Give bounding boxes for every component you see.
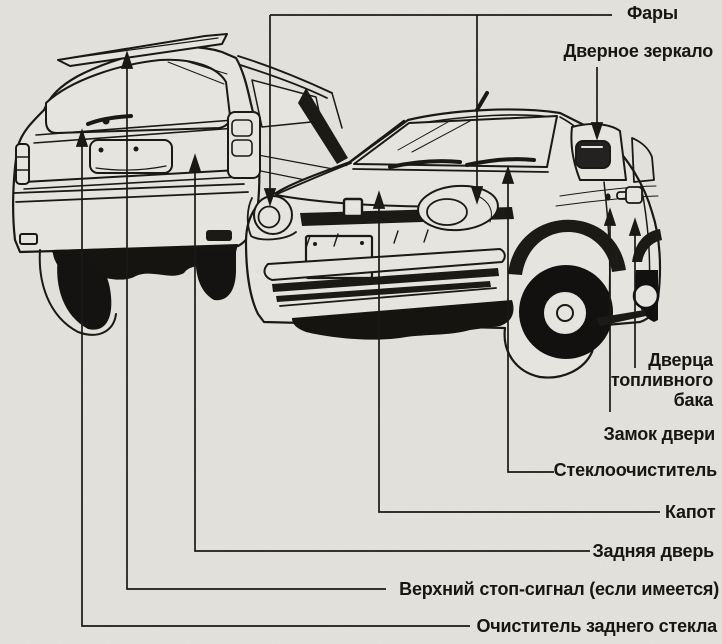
label-rear-door: Задняя дверь bbox=[592, 541, 714, 561]
rear-bumper bbox=[13, 183, 249, 245]
arrowhead-icon bbox=[75, 128, 89, 147]
rear-car-wheel-right bbox=[195, 250, 236, 301]
callout-windshield-wiper bbox=[501, 165, 554, 473]
callout-door-lock bbox=[603, 207, 617, 412]
door-lock-keyhole bbox=[605, 193, 611, 201]
callout-hood bbox=[372, 190, 660, 513]
windshield-wipers bbox=[352, 157, 549, 173]
windshield bbox=[344, 115, 558, 168]
callout-fuel-filler-door bbox=[628, 217, 642, 368]
headlight-left bbox=[246, 195, 297, 241]
label-rear-window-wiper: Очиститель заднего стекла bbox=[476, 616, 717, 636]
callout-high-stop-lamp bbox=[120, 50, 386, 590]
arrowhead-icon bbox=[470, 186, 484, 205]
label-high-stop-lamp: Верхний стоп-сигнал (если имеется) bbox=[399, 579, 719, 599]
front-wheel bbox=[508, 219, 626, 359]
front-view-car-illustration bbox=[244, 91, 662, 379]
rear-window bbox=[45, 58, 231, 134]
label-door-mirror: Дверное зеркало bbox=[563, 41, 714, 61]
label-hood: Капот bbox=[665, 502, 716, 522]
callout-rear-window-wiper bbox=[75, 128, 470, 627]
arrowhead-icon bbox=[372, 190, 386, 209]
taillights bbox=[15, 111, 261, 185]
label-fuel-filler-door: Дверца топливного бака bbox=[610, 350, 713, 410]
rear-view-car-illustration bbox=[12, 33, 348, 336]
label-windshield-wiper: Стеклоочиститель bbox=[553, 460, 718, 480]
arrowhead-icon bbox=[263, 188, 277, 207]
door-mirror bbox=[575, 140, 611, 169]
antenna bbox=[475, 91, 489, 112]
rear-wheel-arch bbox=[596, 229, 662, 326]
tailgate bbox=[23, 119, 239, 190]
front-bumper bbox=[263, 229, 514, 340]
callout-door-mirror bbox=[590, 67, 604, 141]
arrowhead-icon bbox=[501, 165, 515, 184]
callout-rear-door bbox=[188, 153, 590, 552]
arrowhead-icon bbox=[188, 153, 202, 172]
label-headlights: Фары bbox=[627, 3, 678, 23]
label-door-lock: Замок двери bbox=[603, 424, 716, 444]
arrowhead-icon bbox=[603, 207, 617, 226]
fuel-filler-door bbox=[625, 186, 643, 204]
callout-headlights bbox=[263, 14, 612, 207]
roof-spoiler bbox=[57, 33, 228, 67]
arrowhead-icon bbox=[628, 217, 642, 236]
arrowhead-icon bbox=[590, 122, 604, 141]
rear-car-wheel bbox=[38, 249, 117, 336]
license-plate-recess bbox=[89, 139, 173, 174]
arrowhead-icon bbox=[120, 50, 134, 69]
